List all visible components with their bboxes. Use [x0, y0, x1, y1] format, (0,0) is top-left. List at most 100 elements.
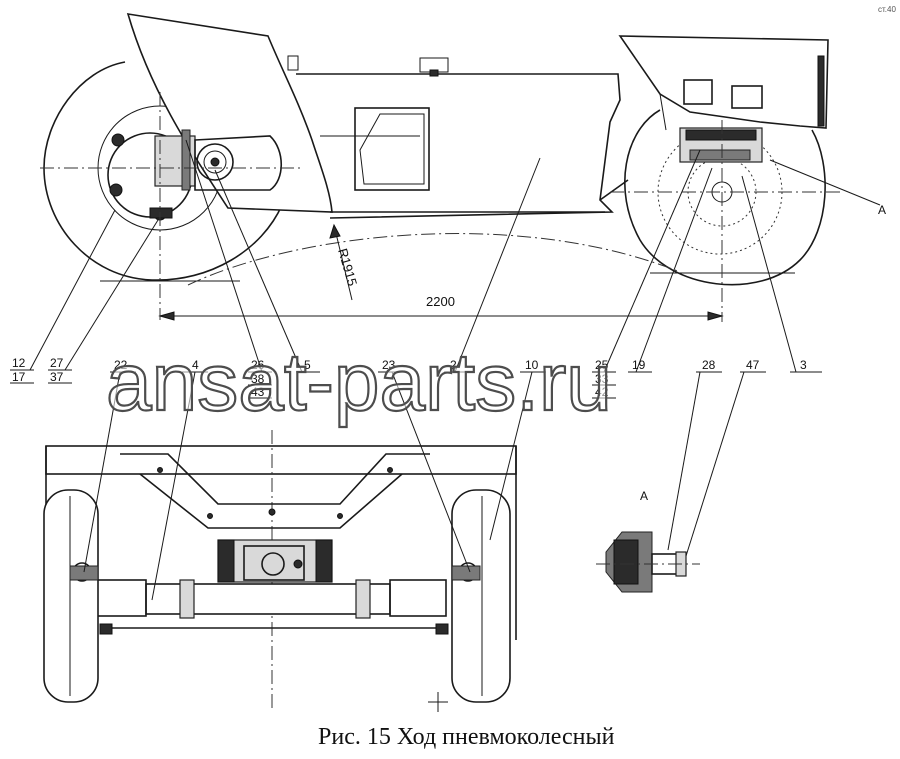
wheelbase-dimension: 2200: [426, 294, 455, 309]
cabin-box: [683, 79, 713, 105]
callout-27: 27 37: [48, 356, 72, 384]
svg-text:4: 4: [192, 358, 199, 372]
callout-3: 3: [790, 358, 822, 373]
hatch-panel: [359, 113, 425, 185]
left-tire: [43, 489, 99, 703]
axle-collar: [179, 579, 195, 619]
fender-bracket: [287, 55, 299, 71]
leader-47: [685, 371, 745, 557]
axle-plate: [181, 129, 191, 191]
detail-a-view: A: [596, 371, 745, 593]
callout-22: 22: [110, 358, 136, 373]
leader-23: [391, 371, 471, 573]
svg-text:5: 5: [304, 358, 311, 372]
tie-rod-end: [99, 623, 113, 635]
watermark: ansat-parts.ru: [106, 337, 612, 428]
center-cross: [428, 692, 448, 712]
svg-text:3: 3: [800, 358, 807, 372]
rear-hub-clamp: [149, 207, 173, 219]
right-hub: [451, 565, 481, 581]
leader-26: [185, 139, 263, 373]
svg-text:26: 26: [251, 358, 265, 372]
svg-text:12: 12: [12, 356, 26, 370]
svg-text:23: 23: [382, 358, 396, 372]
leader-19: [635, 167, 713, 373]
bracket-rivet: [207, 513, 213, 519]
radius-dimension: R1915: [335, 247, 360, 288]
corner-mark: ст.40: [878, 5, 896, 14]
svg-text:43: 43: [251, 385, 265, 399]
leader-25: [603, 149, 701, 373]
bracket-rivet: [387, 467, 393, 473]
leader-28: [667, 371, 701, 551]
vehicle-frame: [296, 57, 629, 219]
svg-text:42: 42: [595, 385, 609, 399]
side-view: R1915 2200 A: [40, 13, 886, 322]
callout-47: 47: [740, 358, 766, 373]
leader-3: [741, 175, 797, 373]
figure-caption: Рис. 15 Ход пневмоколесный: [318, 724, 615, 750]
front-tire-outline: [624, 109, 826, 286]
bracket-rivet: [337, 513, 343, 519]
right-tire: [451, 489, 511, 703]
cabin-lever-box: [731, 85, 763, 109]
rear-wheel: [43, 61, 283, 281]
detail-a-leader: [769, 159, 881, 206]
callout-26: 26 38 43: [248, 358, 272, 399]
svg-text:10: 10: [525, 358, 539, 372]
front-axle-plate: [685, 129, 757, 141]
center-bracket-lower: [139, 473, 403, 529]
svg-text:27: 27: [50, 356, 64, 370]
svg-text:28: 28: [702, 358, 716, 372]
wheelbase-arrow-left: [158, 311, 175, 321]
axle-pivot-center: [210, 157, 220, 167]
callout-2: 2: [444, 358, 468, 373]
left-knuckle: [95, 579, 147, 617]
axle-pivot: [196, 143, 234, 181]
rear-hub-bolt: [111, 133, 125, 147]
front-view-left-wheel: [43, 489, 99, 703]
detail-a-title: A: [640, 489, 648, 503]
pivot-pin: [261, 552, 285, 576]
leader-10: [489, 371, 533, 541]
turning-radius-arc: [187, 233, 681, 286]
bracket-rivet: [268, 508, 276, 516]
fender-edge: [659, 93, 667, 131]
leader-27: [64, 219, 159, 371]
callout-12: 12 17: [10, 356, 34, 384]
wheelbase-arrow-right: [707, 311, 724, 321]
axle-collar: [355, 579, 371, 619]
callout-25: 25 33 42: [592, 358, 616, 399]
callout-4: 4: [182, 358, 208, 373]
svg-text:47: 47: [746, 358, 760, 372]
leader-5: [214, 169, 303, 373]
radius-leader: [333, 224, 353, 301]
cabin-rear-strip: [817, 55, 825, 127]
center-bracket: [120, 453, 430, 505]
leader-12: [29, 209, 116, 371]
svg-text:38: 38: [251, 372, 265, 386]
front-axle-plate-lower: [689, 149, 751, 161]
front-fender: [618, 35, 829, 129]
leader-22: [83, 371, 121, 573]
svg-text:17: 17: [12, 370, 26, 384]
frame-top-rail: [45, 445, 517, 475]
callout-5: 5: [296, 358, 320, 373]
svg-text:22: 22: [114, 358, 128, 372]
svg-text:19: 19: [632, 358, 646, 372]
access-hatch: [354, 107, 430, 191]
callout-19: 19: [628, 358, 652, 373]
side-leaders: [29, 139, 797, 373]
pivot-side-plate: [217, 539, 235, 583]
pivot-grease: [293, 559, 303, 569]
callout-23: 23: [378, 358, 404, 373]
leader-2: [454, 157, 541, 373]
front-wheel: [624, 109, 826, 286]
rear-hub-bolt: [109, 183, 123, 197]
front-view-right-wheel: [451, 489, 511, 703]
tie-rod-end: [435, 623, 449, 635]
frame-outline: [296, 73, 621, 219]
rear-tire-outline: [43, 61, 283, 281]
